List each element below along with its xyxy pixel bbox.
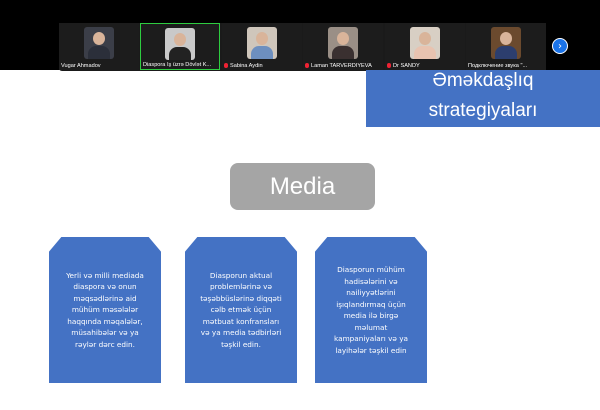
card-text: Diasporun mühüm hadisələrini və nailiyyətl… (334, 264, 408, 356)
participant-tile[interactable]: Laman TARVERDIYEVA (303, 23, 383, 70)
participant-video (84, 27, 114, 59)
participant-name: Sabina Aydin (224, 63, 300, 69)
card-text-line: müsahibələr və ya (71, 328, 139, 338)
participant-tile[interactable]: Sabina Aydin (222, 23, 302, 70)
mic-muted-icon (305, 63, 309, 69)
mic-muted-icon (387, 63, 391, 69)
participant-tile[interactable]: Vugar Ahmadov (59, 23, 139, 70)
card-text-line: işıqlandırmaq üçün (336, 299, 406, 309)
slide-title-line1: Əməkdaşlıq (432, 70, 534, 91)
card-text-line: mətbuat konfransları (202, 316, 280, 326)
chevron-right-icon[interactable]: › (552, 38, 568, 54)
strategy-card-3: Diasporun mühüm hadisələrini və nailiyyətl… (315, 237, 427, 383)
card-text-line: haqqında məqalələr, (67, 316, 143, 326)
participant-name: Подключение звука "... (468, 63, 528, 69)
card-text-line: Diasporun aktual (209, 270, 273, 280)
card-text-line: və ya media tədbirləri (200, 328, 282, 338)
participant-name: Vugar Ahmadov (61, 63, 101, 69)
participant-name: Dr SANDY (387, 63, 463, 69)
participant-tile[interactable]: Diaspora İş üzrə Dövlət K... (140, 23, 220, 70)
participant-name: Diaspora İş üzrə Dövlət K... (143, 62, 212, 68)
card-text-line: media ilə birgə (343, 311, 399, 320)
card-text-line: hadisələrini və (344, 276, 398, 286)
media-box: Media (230, 163, 375, 210)
card-text-line: layihələr təşkil edin (335, 345, 407, 355)
participant-video (491, 27, 521, 59)
participant-video (410, 27, 440, 59)
participant-tile[interactable]: Dr SANDY (385, 23, 465, 70)
participant-video (328, 27, 358, 59)
card-text-line: məlumat (354, 322, 388, 332)
card-text-line: kampaniyaları və ya (334, 334, 408, 343)
participant-video (165, 28, 195, 60)
card-text-line: nailiyyətlərini (346, 288, 396, 297)
card-text-line: təşkil edin. (221, 339, 261, 349)
card-text-line: Yerli və milli mediada (66, 270, 144, 280)
card-text-line: məqsədlərinə aid (73, 293, 137, 303)
card-text-line: Diasporun mühüm (337, 265, 405, 274)
participant-video (247, 27, 277, 59)
card-text-line: təşəbbüslərinə diqqəti (200, 293, 282, 303)
participant-strip: Vugar Ahmadov Diaspora İş üzrə Dövlət K..… (59, 23, 546, 71)
mic-muted-icon (224, 63, 228, 69)
card-text-line: problemlərinə və (210, 282, 272, 292)
card-text-line: diaspora və onun (73, 282, 137, 292)
card-text-line: rəylər dərc edin. (74, 339, 135, 349)
card-text-line: mühüm məsələlər (71, 305, 139, 315)
slide-title: Əməkdaşlıq strategiyaları (366, 70, 600, 127)
card-text-line: cəlb etmək üçün (210, 305, 272, 315)
slide-title-line2: strategiyaları (428, 100, 538, 121)
participant-tile[interactable]: Подключение звука "... (466, 23, 546, 70)
participant-name: Laman TARVERDIYEVA (305, 63, 381, 69)
